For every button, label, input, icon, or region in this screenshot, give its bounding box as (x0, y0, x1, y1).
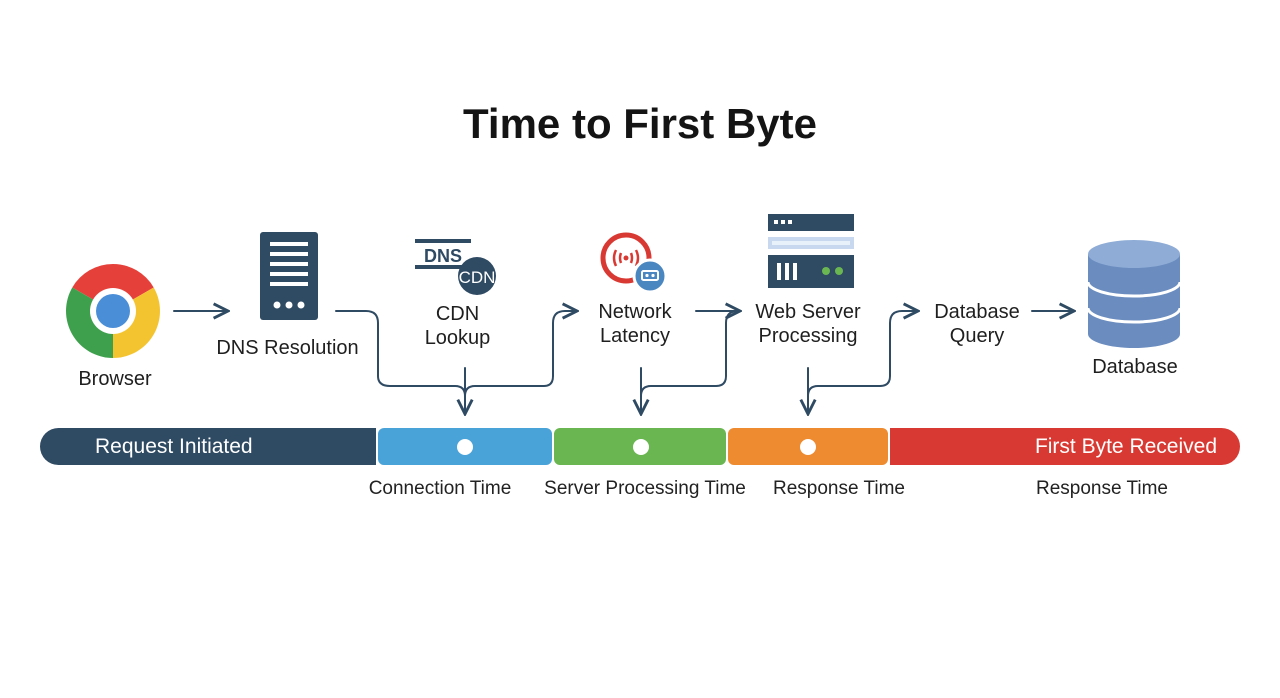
timeline-segment-response (728, 428, 888, 465)
network-latency-label: Network Latency (585, 300, 685, 348)
database-query-line1: Database (934, 301, 1020, 323)
timeline-segment-request: Request Initiated (40, 428, 376, 465)
caption-server-processing-time: Server Processing Time (544, 478, 746, 499)
database-query-line2: Query (949, 325, 1005, 347)
database-label: Database (1092, 356, 1178, 378)
web-server-line2: Processing (758, 325, 858, 347)
cdn-icon: DNS CDN (413, 237, 505, 295)
caption-connection-time: Connection Time (368, 478, 512, 499)
network-icon (600, 232, 672, 294)
cdn-lookup-line1: CDN (435, 303, 480, 325)
database-icon (1086, 240, 1182, 348)
timeline-marker-response (800, 438, 816, 455)
timeline-segment-first-byte: First Byte Received (890, 428, 1240, 465)
timeline-segment-server (554, 428, 726, 465)
web-server-icon (768, 214, 854, 288)
browser-icon (66, 264, 160, 358)
dns-server-icon (260, 232, 318, 320)
network-latency-line1: Network (598, 301, 672, 323)
dns-resolution-label: DNS Resolution (216, 337, 359, 359)
dns-logo-text: DNS (424, 246, 462, 266)
caption-response-time: Response Time (772, 478, 905, 499)
browser-label: Browser (78, 368, 152, 390)
caption-response-time-2: Response Time (1035, 478, 1168, 499)
web-server-line1: Web Server (755, 301, 861, 323)
timeline-segment-connection (378, 428, 552, 465)
network-latency-line2: Latency (599, 325, 671, 347)
cdn-lookup-label: CDN Lookup (410, 302, 505, 350)
diagram-title: Time to First Byte (463, 100, 817, 147)
request-initiated-label: Request Initiated (95, 434, 253, 458)
first-byte-received-label: First Byte Received (1034, 434, 1217, 458)
database-query-label: Database Query (922, 300, 1032, 348)
cdn-badge-text: CDN (459, 268, 496, 287)
cdn-lookup-line2: Lookup (424, 327, 491, 349)
web-server-processing-label: Web Server Processing (748, 300, 868, 348)
timeline-marker-server (633, 438, 649, 455)
timeline-marker-connection (457, 438, 473, 455)
